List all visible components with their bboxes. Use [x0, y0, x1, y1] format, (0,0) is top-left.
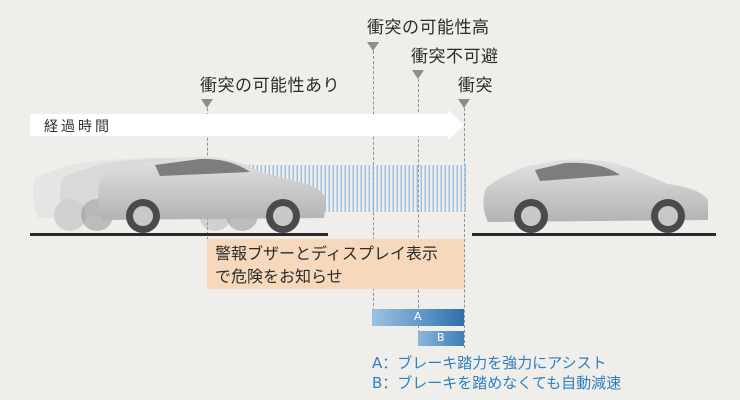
elapsed-time-label: 経過時間: [44, 119, 112, 135]
marker-label-possible: 衝突の可能性あり: [200, 76, 340, 96]
elapsed-time-arrow: [30, 114, 448, 136]
warning-text-line1: 警報ブザーとディスプレイ表示: [215, 244, 438, 263]
marker-label-high: 衝突の可能性高: [367, 18, 490, 38]
subject-car: [98, 156, 326, 233]
leading-car: [483, 159, 708, 233]
legend-a: A：ブレーキ踏力を強力にアシスト: [372, 354, 607, 372]
warning-text: 警報ブザーとディスプレイ表示 で危険をお知らせ: [215, 242, 438, 288]
marker-triangle-possible: [201, 99, 213, 108]
marker-triangle-collision: [458, 99, 470, 108]
assist-bar-a: [372, 309, 464, 326]
legend-b: B：ブレーキを踏めなくても自動減速: [372, 374, 622, 392]
warning-text-line2: で危険をお知らせ: [215, 267, 343, 286]
assist-bar-b: [418, 331, 464, 346]
road-line-right: [472, 233, 716, 236]
marker-triangle-unavoidable: [412, 70, 424, 79]
marker-triangle-high: [367, 42, 379, 51]
assist-bar-a-label: A: [414, 310, 422, 323]
guide-line-collision: [464, 108, 465, 348]
assist-bar-b-label: B: [437, 331, 445, 344]
elapsed-time-arrowhead: [448, 110, 464, 140]
warning-box: [207, 239, 464, 289]
road-line-left: [30, 233, 328, 236]
marker-label-collision: 衝突: [458, 76, 493, 96]
marker-label-unavoidable: 衝突不可避: [411, 47, 499, 67]
